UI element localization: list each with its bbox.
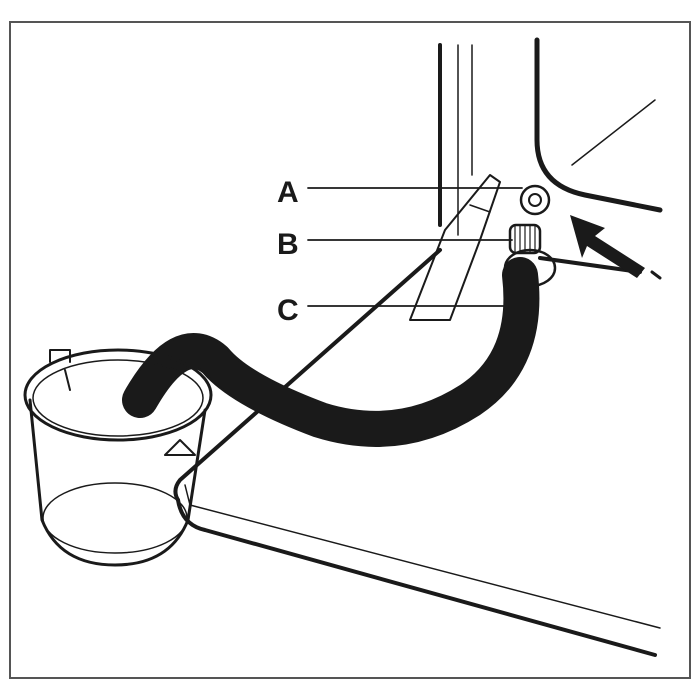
label-a: A [277, 176, 299, 209]
measuring-cup [23, 348, 213, 567]
label-b: B [277, 228, 299, 261]
appliance-frame [438, 37, 663, 274]
drain-plug-a [519, 184, 551, 216]
arrow-icon [570, 215, 662, 280]
drain-hose-c [122, 257, 540, 447]
label-c: C [277, 294, 299, 327]
hose-nut-b [508, 223, 542, 255]
